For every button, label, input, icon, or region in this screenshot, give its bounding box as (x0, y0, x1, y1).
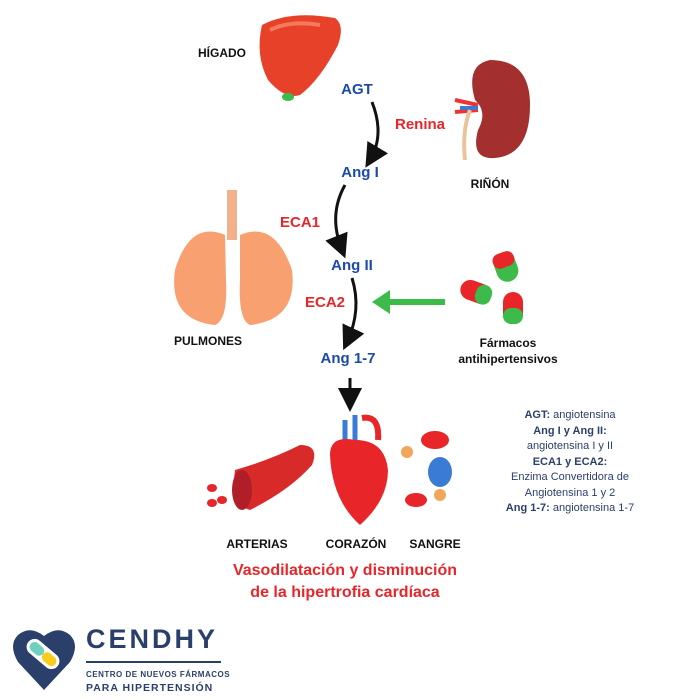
logo-name: CENDHY (86, 624, 219, 654)
blood-illustration (401, 431, 452, 507)
legend-agt-term: AGT: (524, 409, 551, 421)
arrow-ang2-ang17 (342, 277, 365, 351)
arrow-ang1-ang2 (325, 184, 348, 259)
label-renin: Renina (394, 116, 446, 133)
label-eca2: ECA2 (304, 294, 346, 311)
logo-subtitle-2: PARA HIPERTENSIÓN (86, 682, 214, 694)
legend-eca-def1: Enzima Convertidora de (510, 471, 629, 483)
label-eca1: ECA1 (279, 214, 321, 231)
arrow-agt-ang1 (365, 101, 389, 168)
legend-eca-term: ECA1 y ECA2: (532, 455, 608, 468)
logo-divider (86, 661, 221, 663)
label-lungs: PULMONES (173, 334, 243, 348)
label-agt: AGT (341, 81, 373, 98)
logo-subtitle-1: CENTRO DE NUEVOS FÁRMACOS (86, 670, 231, 679)
label-ang17: Ang 1-7 (320, 350, 376, 367)
heart-illustration (330, 414, 388, 525)
label-ang2: Ang II (331, 257, 373, 274)
kidney-illustration (454, 60, 530, 161)
drugs-line1: Fármacos (479, 336, 537, 350)
label-liver: HÍGADO (198, 46, 246, 60)
artery-illustration (207, 445, 315, 510)
legend-agt-def: angiotensina (550, 409, 616, 421)
result-line2: de la hipertrofia cardíaca (250, 584, 440, 601)
pathway-arrows (325, 101, 389, 412)
label-blood: SANGRE (409, 537, 461, 551)
result-line1: Vasodilatación y disminución (232, 562, 458, 579)
label-drugs: Fármacos antihipertensivos (458, 335, 557, 367)
drugs-line2: antihipertensivos (458, 352, 558, 366)
label-arteries: ARTERIAS (226, 537, 288, 551)
label-kidney: RIÑÓN (470, 177, 510, 191)
pills-illustration (460, 251, 523, 324)
label-heart: CORAZÓN (325, 537, 387, 551)
legend-ang17-term: Ang 1-7: (505, 502, 550, 514)
legend-ang17-def: angiotensina 1-7 (549, 502, 635, 514)
legend-eca-def2: Angiotensina 1 y 2 (524, 486, 616, 499)
lungs-illustration (174, 190, 293, 325)
liver-illustration (259, 15, 341, 101)
label-ang1: Ang I (341, 164, 379, 181)
legend-ang-term: Ang I y Ang II: (533, 424, 607, 437)
cendhy-logo-icon (13, 630, 75, 690)
legend-ang-def: angiotensina I y II (526, 440, 614, 452)
result-title: Vasodilatación y disminución de la hiper… (233, 560, 457, 604)
legend: AGT: angiotensina Ang I y Ang II: angiot… (490, 408, 650, 517)
